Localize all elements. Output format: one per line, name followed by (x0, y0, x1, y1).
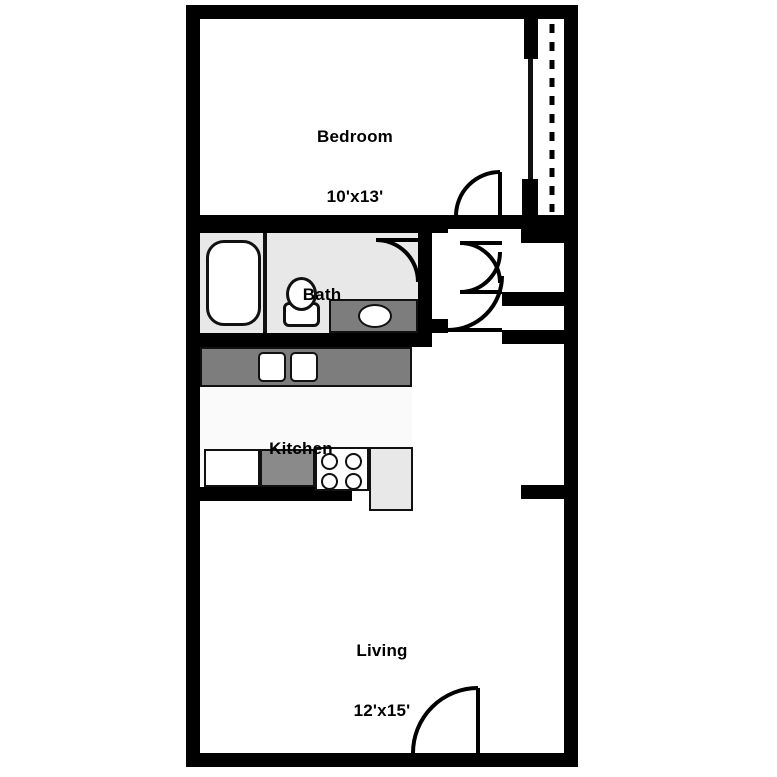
wall-hall-jamb-left-a (432, 215, 448, 233)
wall-exterior-top (186, 5, 578, 19)
wall-closet-divider (502, 292, 578, 306)
closet-slider-track-2 (528, 111, 533, 179)
room-label-bath: Bath (262, 246, 382, 345)
room-label-bath-name: Bath (302, 285, 342, 305)
stove-burner-1 (321, 453, 338, 470)
wall-bedroom-closet-upper (524, 19, 538, 59)
wall-living-right-stub (521, 485, 578, 499)
room-label-kitchen-name: Kitchen (269, 439, 333, 459)
wall-kitchen-south (186, 487, 352, 501)
wall-exterior-bottom (186, 753, 578, 767)
wall-bedroom-closet-lower (522, 179, 538, 215)
room-label-living-dims: 12'x15' (353, 700, 411, 720)
closet-slider-track (528, 59, 533, 111)
kitchen-sink-basin-left (258, 352, 286, 382)
wall-closet-upper-right (521, 229, 578, 243)
wall-exterior-left (186, 5, 200, 767)
wall-exterior-right (564, 5, 578, 767)
toilet-bowl (286, 277, 317, 311)
room-label-bedroom: Bedroom 10'x13' (255, 88, 455, 247)
stove-burner-4 (345, 473, 362, 490)
room-label-kitchen: Kitchen (241, 400, 361, 499)
kitchen-lower-counter (260, 449, 315, 487)
kitchen-peninsula-cabinet (369, 447, 413, 511)
wall-closet-lower-bottom (502, 330, 578, 344)
wall-hall-top (448, 215, 578, 229)
room-label-bedroom-name: Bedroom (316, 127, 394, 147)
wall-bath-south (186, 333, 432, 347)
living-floor (200, 492, 578, 752)
bath-sink-basin (358, 304, 392, 328)
hall-floor (438, 215, 578, 495)
room-label-living: Living 12'x15' (282, 602, 482, 761)
refrigerator (204, 449, 260, 487)
wall-tub-partition (263, 233, 267, 333)
wall-bath-east (418, 233, 432, 333)
wall-bedroom-south (186, 215, 448, 233)
bathtub (206, 240, 261, 326)
kitchen-sink-basin-right (290, 352, 318, 382)
stove-burner-2 (345, 453, 362, 470)
room-label-bedroom-dims: 10'x13' (326, 186, 384, 206)
room-label-living-name: Living (356, 641, 408, 661)
stove-burner-3 (321, 473, 338, 490)
